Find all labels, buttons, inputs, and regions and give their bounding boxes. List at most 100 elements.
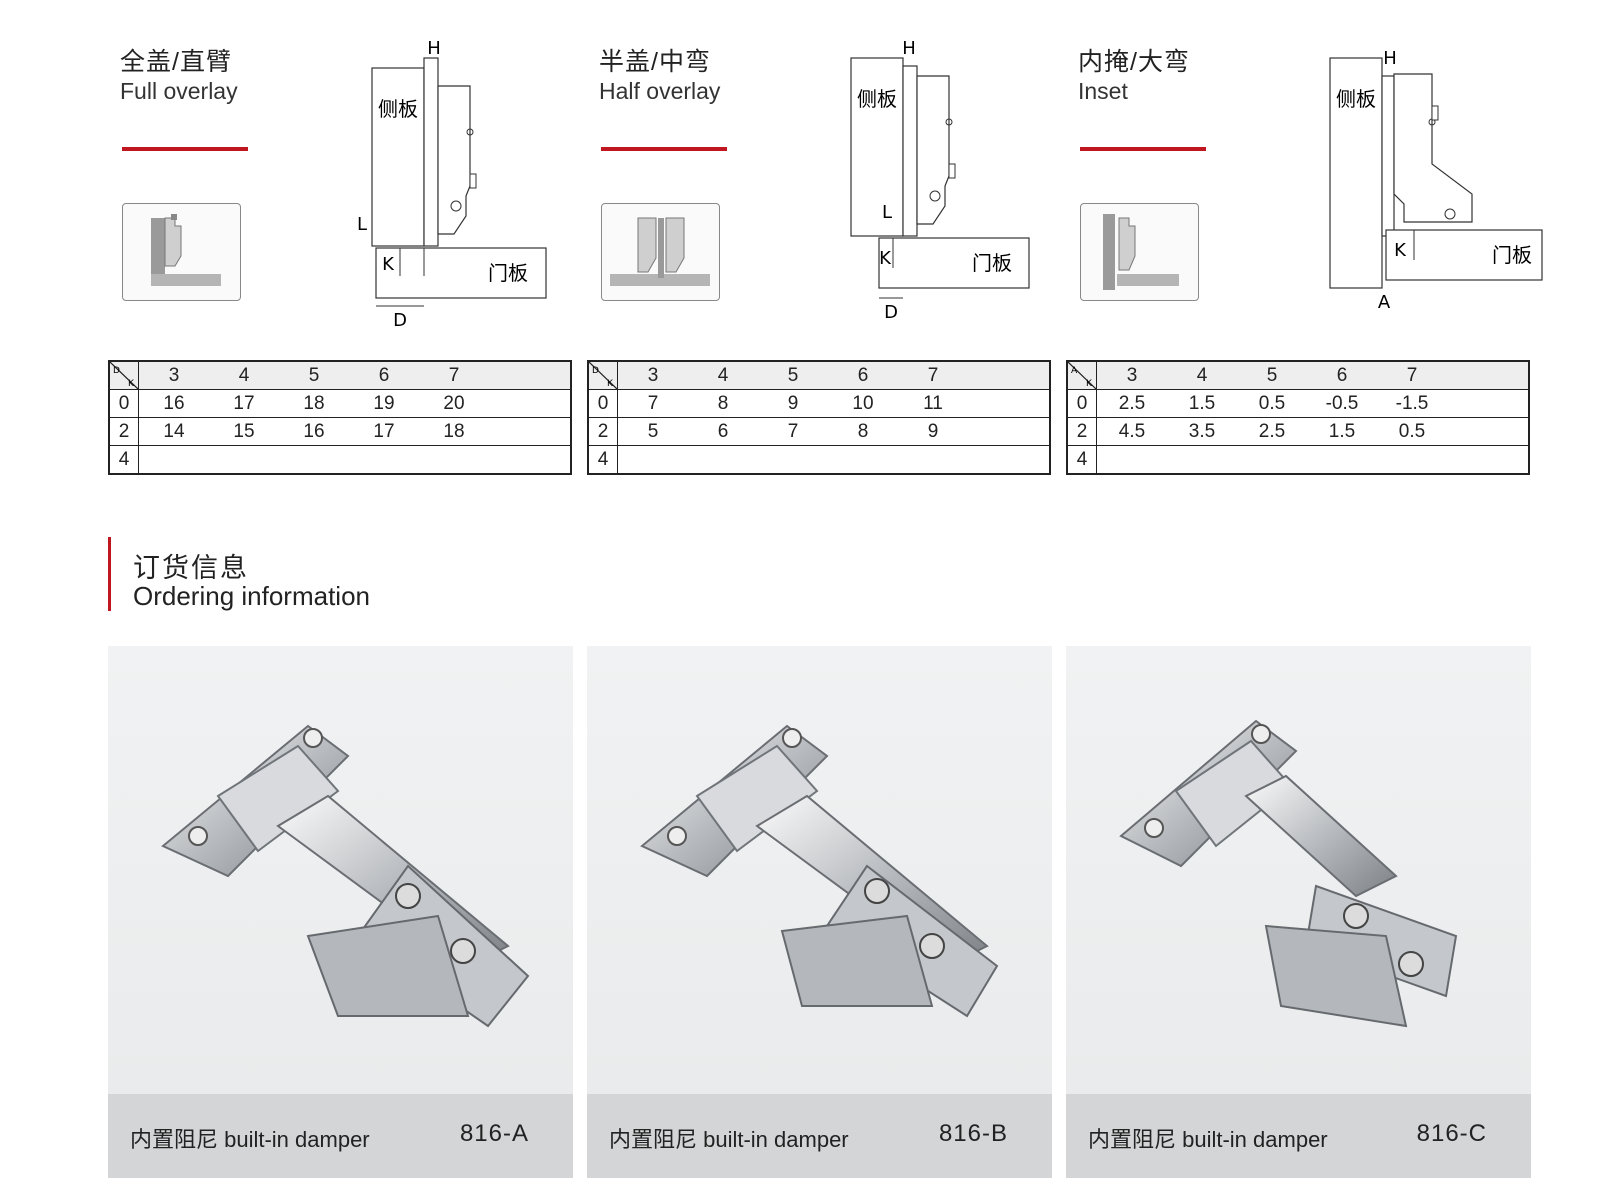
header-cell: 4 (688, 361, 758, 390)
l-label: L (882, 202, 892, 223)
row-label: 4 (1067, 445, 1097, 474)
table-cell: 17 (209, 389, 279, 418)
product-code: 816-C (1416, 1120, 1487, 1147)
header-cell: 4 (209, 361, 279, 390)
table-cell: 11 (898, 389, 968, 418)
corner-side-label: K (607, 379, 614, 389)
h-label: H (427, 38, 441, 59)
header-cell: 7 (1377, 361, 1447, 390)
row-label: 4 (109, 445, 139, 474)
header-cell: 4 (1167, 361, 1237, 390)
side-panel-label: 侧板 (857, 87, 897, 111)
header-cell: 6 (828, 361, 898, 390)
table-cell (617, 445, 688, 474)
hinge-thumbnail-icon (1080, 203, 1199, 301)
product-label: 内置阻尼 built-in damper (130, 1127, 370, 1152)
row-label: 0 (1067, 389, 1097, 418)
table-cell (349, 445, 419, 474)
hinge-photo (1066, 646, 1531, 1096)
table-cell: 8 (828, 417, 898, 446)
d-label: D (884, 302, 898, 323)
table-cell: 8 (688, 389, 758, 418)
h-label: H (902, 38, 916, 59)
section-full-overlay: 全盖/直臂 Full overlay 侧板 K 门板 H L D (108, 0, 578, 480)
red-divider (601, 147, 727, 151)
table-cell: 0.5 (1377, 417, 1447, 446)
row-label: 2 (109, 417, 139, 446)
table-cell: 18 (279, 389, 349, 418)
product-card[interactable]: 内置阻尼 built-in damper 816-A (108, 646, 573, 1178)
hinge-cross-section-diagram: 侧板 K 门板 H L D (357, 36, 568, 336)
l-label: L (357, 214, 367, 235)
table-cell: 15 (209, 417, 279, 446)
table-cell: 3.5 (1167, 417, 1237, 446)
side-panel-label: 侧板 (378, 97, 418, 121)
table-cell: 1.5 (1167, 389, 1237, 418)
table-cell: -0.5 (1307, 389, 1377, 418)
table-row: 4 (1067, 445, 1529, 474)
table-cell (828, 445, 898, 474)
corner-side-label: K (128, 379, 135, 389)
table-row: 2 4.5 3.5 2.5 1.5 0.5 (1067, 417, 1529, 446)
table-cell (1237, 445, 1307, 474)
ordering-title-en: Ordering information (133, 581, 370, 611)
table-cell: 1.5 (1307, 417, 1377, 446)
section-title-en: Half overlay (599, 78, 721, 104)
corner-side-label: K (1086, 379, 1093, 389)
table-cell: 10 (828, 389, 898, 418)
product-card[interactable]: 内置阻尼 built-in damper 816-C (1066, 646, 1531, 1178)
table-cell (758, 445, 828, 474)
table-cell: 0.5 (1237, 389, 1307, 418)
d-label: D (393, 310, 407, 331)
header-cell: 6 (349, 361, 419, 390)
product-caption: 内置阻尼 built-in damper 816-A (108, 1094, 573, 1178)
section-title-en: Full overlay (120, 78, 238, 104)
table-cell (209, 445, 279, 474)
table-cell: 9 (758, 389, 828, 418)
table-row: 4 (109, 445, 571, 474)
ordering-title-zh: 订货信息 (133, 553, 249, 583)
hinge-thumbnail-icon (601, 203, 720, 301)
table-cell: 9 (898, 417, 968, 446)
table-cell: 18 (419, 417, 489, 446)
hinge-cross-section-diagram: 侧板 K 门板 H L D (837, 36, 1047, 336)
table-cell: 5 (617, 417, 688, 446)
table-cell (1377, 445, 1447, 474)
red-divider (1080, 147, 1206, 151)
k-label: K (879, 248, 892, 269)
hinge-photo (587, 646, 1052, 1096)
row-label: 0 (588, 389, 618, 418)
header-cell: 7 (419, 361, 489, 390)
row-label: 2 (1067, 417, 1097, 446)
door-panel-label: 门板 (488, 261, 528, 285)
corner-top-label: D (592, 366, 599, 376)
corner-top-label: D (113, 366, 120, 376)
row-label: 2 (588, 417, 618, 446)
row-label: 4 (588, 445, 618, 474)
table-cell: 7 (617, 389, 688, 418)
header-cell: 3 (138, 361, 209, 390)
header-cell: 3 (617, 361, 688, 390)
product-card[interactable]: 内置阻尼 built-in damper 816-B (587, 646, 1052, 1178)
header-cell: 5 (1237, 361, 1307, 390)
table-cell (1096, 445, 1167, 474)
red-divider (122, 147, 248, 151)
h-label: H (1383, 48, 1397, 69)
table-cell (279, 445, 349, 474)
door-panel-label: 门板 (972, 251, 1012, 275)
table-row: 4 (588, 445, 1050, 474)
table-cell: 16 (138, 389, 209, 418)
table-row: 2 14 15 16 17 18 (109, 417, 571, 446)
table-cell (419, 445, 489, 474)
product-code: 816-B (938, 1120, 1008, 1147)
header-cell: 7 (898, 361, 968, 390)
row-label: 0 (109, 389, 139, 418)
table-cell: -1.5 (1377, 389, 1447, 418)
